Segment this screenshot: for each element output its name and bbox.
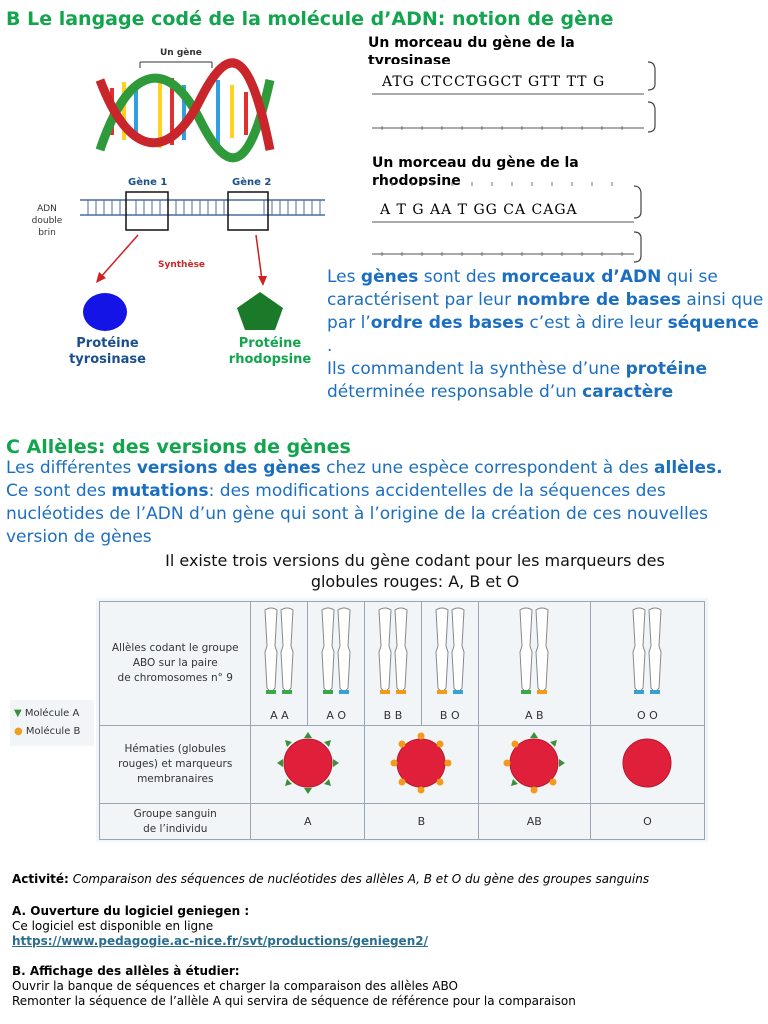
red-blood-cell-icon [390,732,452,794]
seq-tyrosinase-title: Un morceau du gène de la tyrosinase [368,35,575,64]
allele-cell: B B [364,601,422,726]
gene-label: Un gène [160,48,202,58]
alleles-paragraph: Les différentes versions des gènes chez … [6,458,723,547]
chromosome-pair-icon [632,607,662,694]
group-a: A [250,803,366,840]
seq-tyrosinase-text: ATG CTCCTGGCT GTT TT G [382,74,606,90]
gene1-label: Gène 1 [128,177,168,188]
section-b-title: B Le langage codé de la molécule d’ADN: … [6,8,614,30]
red-blood-cell-icon [276,732,339,794]
activity-line: Activité: Comparaison des séquences de n… [12,872,650,886]
red-cell-ab [477,725,591,804]
allele-cell: A O [307,601,366,726]
dna-diagram [80,58,325,331]
group-b: B [364,803,479,840]
allele-cell: A B [477,601,591,726]
section-c-title: C Allèles: des versions de gènes [6,436,351,458]
red-cell-o [589,725,706,804]
seq-tyrosinase-box: ATG CTCCTGGCT GTT TT G [372,60,662,138]
dna-figure: Un gène Gène 1 Gène 2 ADN double brin Sy… [0,40,330,380]
red-blood-cell-icon [622,738,672,788]
red-blood-cell-icon [503,732,566,794]
group-o: O [589,803,706,840]
red-cell-b [364,725,479,804]
row-label-groupe: Groupe sanguin de l’individu [98,803,252,840]
geniegen-link[interactable]: https://www.pedagogie.ac-nice.fr/svt/pro… [12,934,428,948]
group-ab: AB [477,803,591,840]
adn-label: ADN double brin [31,204,63,238]
legend-molecule-a: ▼ Molécule A [14,708,80,719]
gene2-label: Gène 2 [232,177,272,188]
seq-rhodopsine-text: A T G AA T GG CA CAGA [380,202,578,218]
chromosome-pair-icon [519,607,549,694]
dot-icon: ● [14,726,23,737]
table-row: Groupe sanguin de l’individu A B AB O [98,803,706,840]
activity-a: A. Ouverture du logiciel geniegen : Ce l… [12,904,762,949]
chromosome-pair-icon [435,607,465,694]
red-cell-a [250,725,366,804]
row-label-hematies: Hématies (globules rouges) et marqueurs … [98,725,252,804]
allele-cell: O O [589,601,706,726]
table-row: Hématies (globules rouges) et marqueurs … [98,725,706,804]
protein-tyrosinase-label: Protéine tyrosinase [69,336,146,367]
protein-rhodopsine-label: Protéine rhodopsine [228,336,312,367]
synthese-label: Synthèse [158,260,206,270]
abo-table: Allèles codant le groupe ABO sur la pair… [98,601,706,840]
triangle-icon: ▼ [14,708,22,719]
chromosome-pair-icon [321,607,351,694]
allele-cell: B O [420,601,479,726]
genes-paragraph: Les gènes sont des morceaux d’ADN qui se… [327,267,764,402]
allele-cell: A A [250,601,309,726]
seq-rhodopsine-title: Un morceau du gène de la rhodopsine [372,155,579,186]
abo-table-panel: Allèles codant le groupe ABO sur la pair… [96,598,708,842]
table-row: Allèles codant le groupe ABO sur la pair… [98,601,706,726]
chromosome-pair-icon [264,607,294,694]
legend-molecule-b: ● Molécule B [14,726,81,737]
activity-b: B. Affichage des allèles à étudier: Ouvr… [12,964,576,1008]
legend: ▼ Molécule A ● Molécule B [10,700,94,746]
chromosome-pair-icon [378,607,408,694]
row-label-alleles: Allèles codant le groupe ABO sur la pair… [98,601,252,726]
abo-intro: Il existe trois versions du gène codant … [165,551,665,591]
seq-rhodopsine-box: A T G AA T GG CA CAGA [372,180,662,264]
